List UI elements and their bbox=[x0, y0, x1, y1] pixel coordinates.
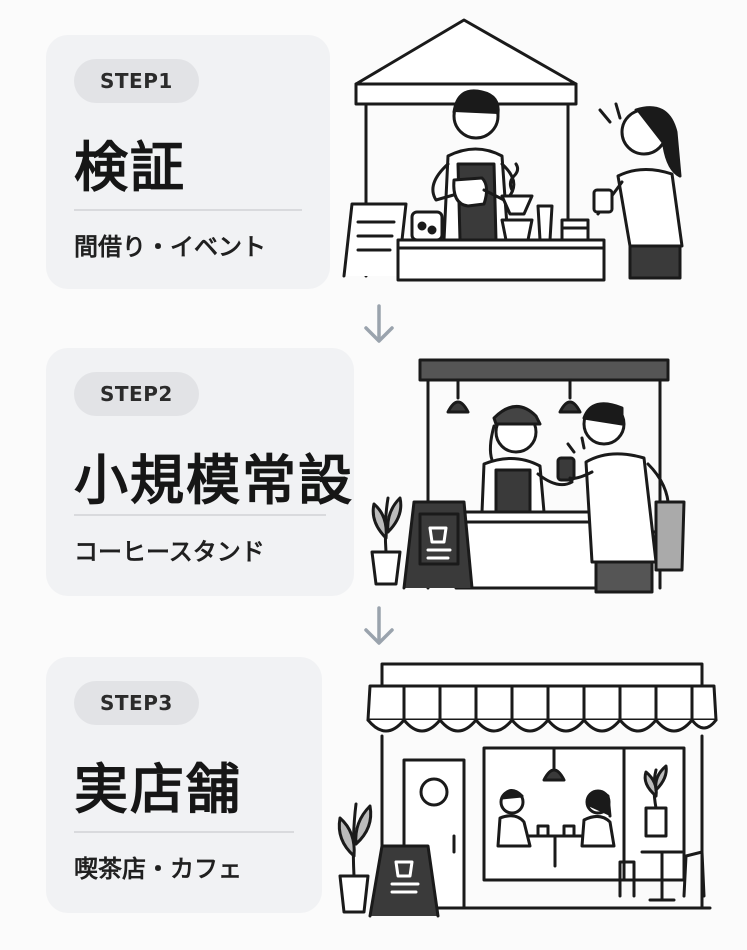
event-tent-illustration bbox=[342, 18, 684, 282]
step3-card: STEP3 実店舗 喫茶店・カフェ bbox=[46, 657, 322, 913]
step1-card: STEP1 検証 間借り・イベント bbox=[46, 35, 330, 289]
step2-badge: STEP2 bbox=[74, 372, 199, 416]
arrow-down-icon bbox=[364, 304, 394, 343]
step1-divider bbox=[74, 209, 302, 211]
step1-subtitle: 間借り・イベント bbox=[74, 233, 266, 261]
step3-divider bbox=[74, 831, 294, 833]
arrow-down-icon bbox=[364, 606, 394, 645]
step3-subtitle: 喫茶店・カフェ bbox=[74, 855, 242, 883]
step2-title: 小規模常設 bbox=[74, 449, 354, 512]
step2-subtitle: コーヒースタンド bbox=[74, 538, 265, 566]
step3-badge: STEP3 bbox=[74, 681, 199, 725]
step1-badge: STEP1 bbox=[74, 59, 199, 103]
step3-title: 実店舗 bbox=[74, 758, 242, 821]
step2-card: STEP2 小規模常設 コーヒースタンド bbox=[46, 348, 354, 596]
step1-title: 検証 bbox=[74, 136, 186, 199]
step2-divider bbox=[74, 514, 326, 516]
coffee-stand-illustration bbox=[370, 358, 686, 594]
cafe-storefront-illustration bbox=[337, 662, 718, 918]
